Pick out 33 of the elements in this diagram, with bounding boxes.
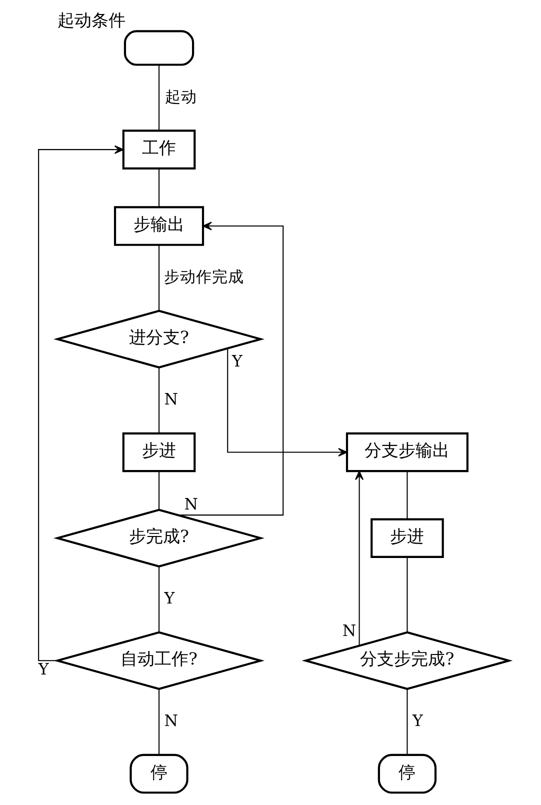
edge-label: Y [38, 659, 48, 678]
edge-label: 起动 [164, 86, 196, 106]
node-box: 分支步输出 [345, 432, 468, 472]
arrow [354, 470, 364, 646]
node-diamond: 自动工作? [53, 631, 264, 690]
connector [406, 471, 408, 520]
connector [406, 689, 408, 755]
edge-label: Y [412, 711, 422, 730]
node-box: 步进 [370, 518, 444, 558]
connector [158, 245, 160, 310]
node-box: 停 [129, 754, 188, 794]
connector [158, 689, 160, 755]
edge-label: N [164, 711, 178, 730]
connector [158, 566, 160, 632]
arrow [38, 145, 124, 662]
node-box: 步输出 [113, 206, 204, 246]
node-diamond: 步完成? [53, 508, 264, 568]
node-oval [123, 30, 194, 66]
node-label: 起动条件 [56, 10, 125, 30]
connector [158, 471, 160, 510]
node-box: 停 [377, 754, 436, 794]
node-box: 步进 [122, 432, 196, 472]
edge-label: N [164, 390, 178, 409]
arrow [177, 222, 284, 516]
edge-label: Y [231, 351, 242, 370]
connector [158, 368, 160, 434]
node-box: 工作 [122, 130, 196, 170]
connector [406, 557, 408, 632]
connector [158, 64, 160, 131]
edge-label: Y [164, 588, 174, 608]
edge-label: 步动作完成 [164, 267, 244, 286]
arrow [226, 348, 347, 457]
connector [158, 168, 160, 208]
